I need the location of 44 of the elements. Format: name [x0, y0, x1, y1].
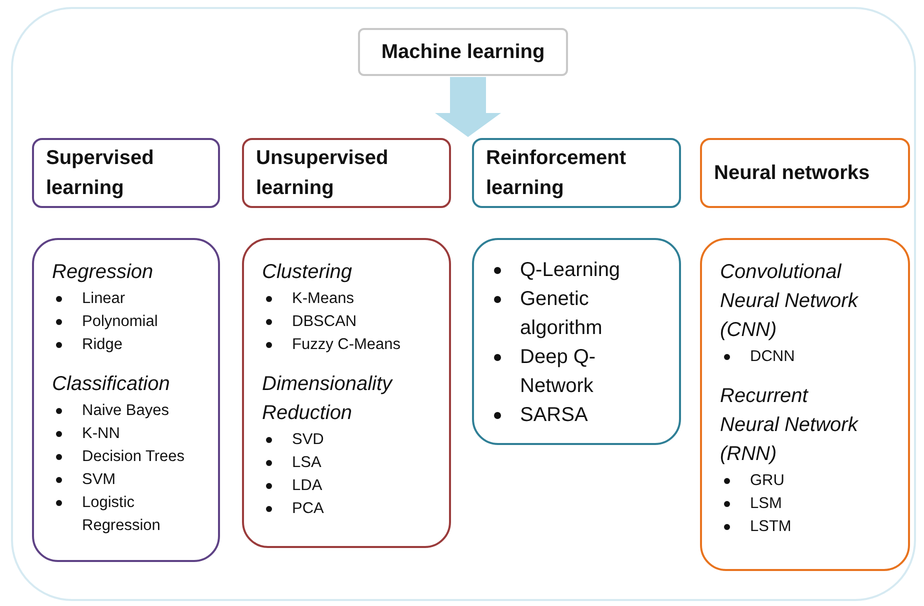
category-heading: Supervised learning	[46, 146, 155, 201]
rounded-content-box	[472, 238, 681, 445]
list-item: PCA	[292, 500, 324, 517]
list-item: Fuzzy C-Means	[292, 336, 401, 353]
category-heading: Reinforcement learning	[486, 146, 628, 201]
list-item: Decision Trees	[82, 448, 185, 465]
list-item: LDA	[292, 477, 322, 494]
rounded-content-box	[242, 238, 451, 548]
list-item: Q-Learning	[520, 259, 620, 281]
title-box	[358, 28, 568, 76]
list-item: K-NN	[82, 425, 120, 442]
title-text: Machine learning	[381, 40, 545, 65]
category-box	[32, 138, 220, 208]
rounded-content-box	[700, 238, 910, 571]
block-arrow	[435, 77, 501, 137]
list-item: Ridge	[82, 336, 122, 353]
section-heading: Dimensionality Reduction	[262, 372, 394, 426]
list-item: Linear	[82, 290, 126, 307]
list-item: K-Means	[292, 290, 354, 307]
section-heading: Clustering	[262, 260, 354, 285]
category-box	[700, 138, 910, 208]
section-heading: Regression	[52, 260, 154, 285]
rounded-content-box	[32, 238, 220, 562]
section-heading: Recurrent Neural Network (RNN)	[720, 384, 860, 467]
list-item: SVD	[292, 431, 324, 448]
section-heading: Classification	[52, 372, 171, 397]
list-item: Genetic algorithm	[520, 288, 602, 339]
list-item: LSM	[750, 495, 782, 512]
category-heading: Unsupervised learning	[256, 146, 390, 201]
category-heading: Neural networks	[714, 161, 871, 186]
list-item: LSA	[292, 454, 322, 471]
list-item: GRU	[750, 472, 784, 489]
list-item: Polynomial	[82, 313, 158, 330]
list-item: Naive Bayes	[82, 402, 170, 419]
list-item: LSTM	[750, 518, 792, 535]
category-box	[472, 138, 681, 208]
list-item: DBSCAN	[292, 313, 357, 330]
list-item: SARSA	[520, 404, 588, 426]
category-box	[242, 138, 451, 208]
section-heading: Convolutional Neural Network (CNN)	[720, 260, 860, 343]
list-item: Deep Q-Network	[520, 346, 596, 397]
list-item: DCNN	[750, 348, 795, 365]
list-item: SVM	[82, 471, 116, 488]
list-item: Logistic Regression	[82, 494, 160, 534]
